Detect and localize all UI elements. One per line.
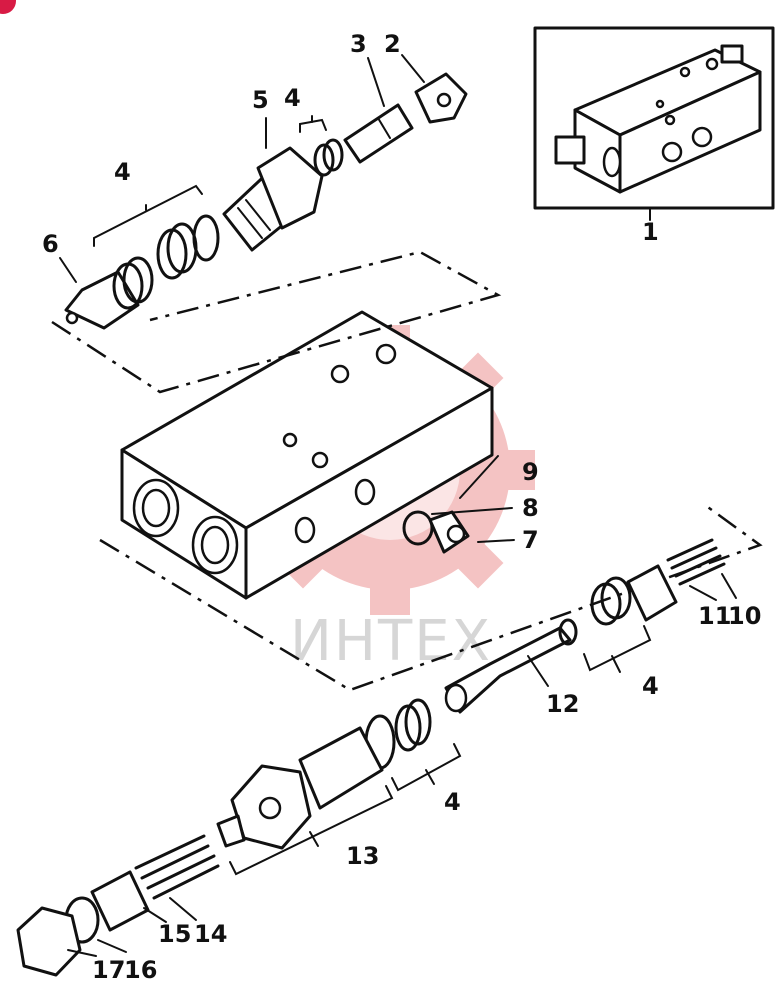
valve-body-block [120,310,494,600]
label-10: 10 [728,602,761,630]
label-16: 16 [124,956,157,984]
part-14-spring [134,834,220,900]
part-2-adjuster [414,72,468,124]
part-3-spool [343,103,414,164]
label-4-lower: 4 [444,788,461,816]
label-12: 12 [546,690,579,718]
label-2: 2 [384,30,401,58]
part-4-seals-left [156,214,220,280]
label-17: 17 [92,956,125,984]
watermark-text: ИНТЕХ [290,609,492,674]
label-1: 1 [642,218,659,246]
label-4-right: 4 [642,672,659,700]
part-7-plug [428,510,470,554]
part-labels: 1 2 3 4 4 4 4 5 6 7 8 9 10 11 12 13 14 1… [42,30,761,984]
part-13-housing [216,726,384,850]
part-5-sleeve [222,146,324,252]
part-10-spring [666,538,726,586]
part-17-cap-nut [16,906,82,977]
part-6-poppet [64,256,154,330]
label-7: 7 [522,526,539,554]
guide-upper [51,250,502,394]
label-9: 9 [522,458,539,486]
label-8: 8 [522,494,539,522]
part-4-seals-right [590,576,632,626]
part-12-stem [444,618,578,714]
label-4-upper-left: 4 [114,158,131,186]
guide-lower [99,503,763,692]
label-5: 5 [252,86,269,114]
inset-assembly [533,26,775,221]
label-15: 15 [158,920,191,948]
label-3: 3 [350,30,367,58]
label-14: 14 [194,920,227,948]
part-11-cup [626,564,678,622]
label-4-upper-mid: 4 [284,84,301,112]
label-6: 6 [42,230,59,258]
leader-lines [59,54,737,957]
part-4-seals-mid [313,138,344,177]
label-11: 11 [698,602,731,630]
label-13: 13 [346,842,379,870]
part-15-seat [90,870,150,932]
